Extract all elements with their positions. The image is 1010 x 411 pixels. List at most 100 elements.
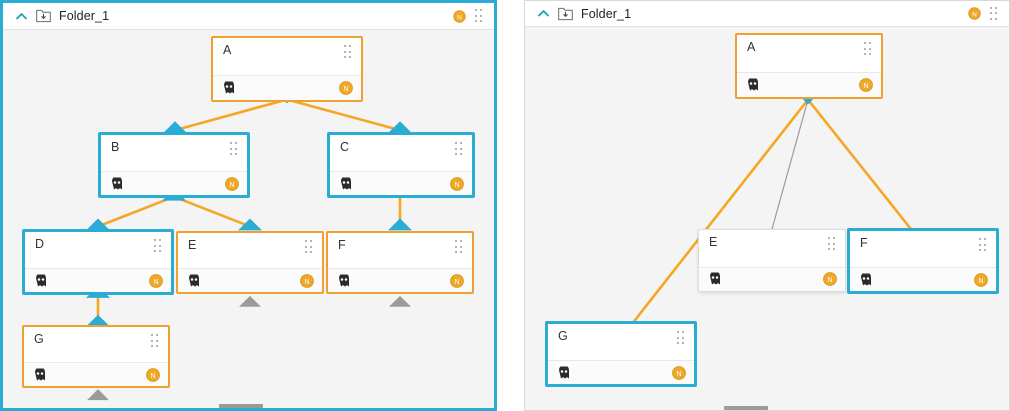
status-badge-icon[interactable]: N	[149, 273, 163, 288]
panel-title: Folder_1	[59, 9, 110, 23]
status-badge-icon[interactable]: N	[450, 176, 464, 191]
database-robot-icon	[337, 272, 351, 287]
node-divider	[548, 360, 694, 361]
svg-text:N: N	[153, 279, 158, 286]
drag-handle-icon[interactable]	[229, 142, 239, 156]
panel-header-right[interactable]: Folder_1 N	[525, 1, 1009, 27]
drag-handle-icon[interactable]	[978, 238, 988, 252]
node-card-b[interactable]: B N	[98, 132, 250, 198]
database-robot-icon	[33, 366, 47, 381]
drag-handle-icon[interactable]	[827, 237, 837, 251]
node-header-g: G	[24, 327, 168, 362]
node-footer-f: N	[328, 269, 472, 292]
chevron-up-icon[interactable]	[537, 7, 550, 20]
panel-body-left: A N B	[3, 30, 494, 408]
node-divider	[737, 72, 881, 74]
node-label: G	[558, 329, 568, 343]
node-divider	[850, 267, 996, 268]
node-label: F	[338, 238, 346, 252]
panel-header-left[interactable]: Folder_1 N	[3, 3, 494, 30]
node-label: D	[35, 237, 45, 251]
drag-handle-icon[interactable]	[989, 6, 999, 21]
status-badge-icon[interactable]: N	[450, 273, 464, 288]
drag-handle-icon[interactable]	[343, 45, 353, 59]
database-robot-icon	[708, 271, 722, 286]
svg-text:N: N	[863, 83, 868, 90]
node-divider	[25, 268, 171, 269]
folder-panel-left[interactable]: Folder_1 N	[0, 0, 497, 411]
node-header-f: F	[328, 233, 472, 268]
node-label: G	[34, 332, 44, 346]
svg-text:N: N	[827, 277, 832, 284]
drag-handle-icon[interactable]	[304, 240, 314, 254]
node-label: E	[709, 235, 718, 249]
node-divider	[178, 268, 322, 270]
status-badge-icon[interactable]: N	[859, 78, 873, 92]
node-card-f[interactable]: F N	[847, 228, 999, 294]
node-header-b: B	[101, 135, 247, 171]
panel-header-left-group: Folder_1	[3, 9, 109, 23]
node-card-c[interactable]: C N	[327, 132, 475, 198]
node-label: C	[340, 140, 350, 154]
panel-header-actions-left: N	[452, 9, 495, 23]
node-card-a[interactable]: A N	[211, 36, 363, 102]
node-label: E	[188, 238, 197, 252]
node-label: A	[747, 40, 756, 54]
node-card-f[interactable]: F N	[326, 231, 474, 294]
panel-resize-grip[interactable]	[219, 404, 263, 408]
folder-import-icon	[36, 9, 51, 23]
panel-header-left-group: Folder_1	[525, 7, 631, 21]
folder-import-icon	[558, 7, 573, 21]
chevron-up-icon[interactable]	[15, 10, 28, 23]
node-card-d[interactable]: D N	[22, 229, 174, 295]
drag-handle-icon[interactable]	[153, 239, 163, 253]
folder-panel-right[interactable]: Folder_1 N	[524, 0, 1010, 411]
panel-resize-grip[interactable]	[724, 406, 768, 410]
svg-text:N: N	[150, 373, 155, 380]
node-header-g: G	[548, 324, 694, 360]
node-header-c: C	[330, 135, 472, 171]
node-header-f: F	[850, 231, 996, 267]
node-footer-g: N	[548, 361, 694, 384]
status-badge-icon[interactable]: N	[974, 272, 988, 287]
drag-handle-icon[interactable]	[454, 240, 464, 254]
node-card-e[interactable]: E N	[698, 229, 846, 292]
svg-text:N: N	[343, 86, 348, 93]
node-footer-d: N	[25, 269, 171, 292]
status-badge-icon[interactable]: N	[146, 367, 160, 382]
drag-handle-icon[interactable]	[676, 331, 686, 345]
database-robot-icon	[34, 272, 48, 287]
panel-header-actions-right: N	[967, 6, 1010, 21]
node-footer-e: N	[178, 269, 322, 292]
database-robot-icon	[110, 175, 124, 190]
status-badge-icon[interactable]: N	[823, 272, 837, 287]
node-footer-g: N	[24, 363, 168, 386]
node-card-a[interactable]: A N	[735, 33, 883, 99]
node-card-g[interactable]: G N	[545, 321, 697, 387]
node-footer-e: N	[699, 267, 845, 291]
status-badge-icon[interactable]: N	[967, 7, 981, 20]
drag-handle-icon[interactable]	[454, 142, 464, 156]
status-badge-icon[interactable]: N	[672, 365, 686, 380]
status-badge-icon[interactable]: N	[225, 176, 239, 191]
svg-text:N: N	[457, 14, 462, 21]
node-label: F	[860, 236, 868, 250]
node-card-e[interactable]: E N	[176, 231, 324, 294]
status-badge-icon[interactable]: N	[452, 9, 466, 23]
node-footer-a: N	[737, 73, 881, 97]
status-badge-icon[interactable]: N	[300, 273, 314, 288]
node-header-e: E	[699, 230, 845, 267]
drag-handle-icon[interactable]	[150, 334, 160, 348]
node-header-d: D	[25, 232, 171, 268]
database-robot-icon	[557, 364, 571, 379]
drag-handle-icon[interactable]	[863, 42, 873, 56]
node-card-g[interactable]: G N	[22, 325, 170, 388]
svg-text:N: N	[454, 279, 459, 286]
node-divider	[101, 171, 247, 172]
database-robot-icon	[339, 175, 353, 190]
node-footer-c: N	[330, 172, 472, 195]
node-footer-a: N	[213, 76, 361, 100]
node-header-e: E	[178, 233, 322, 268]
status-badge-icon[interactable]: N	[339, 81, 353, 95]
drag-handle-icon[interactable]	[474, 9, 484, 23]
